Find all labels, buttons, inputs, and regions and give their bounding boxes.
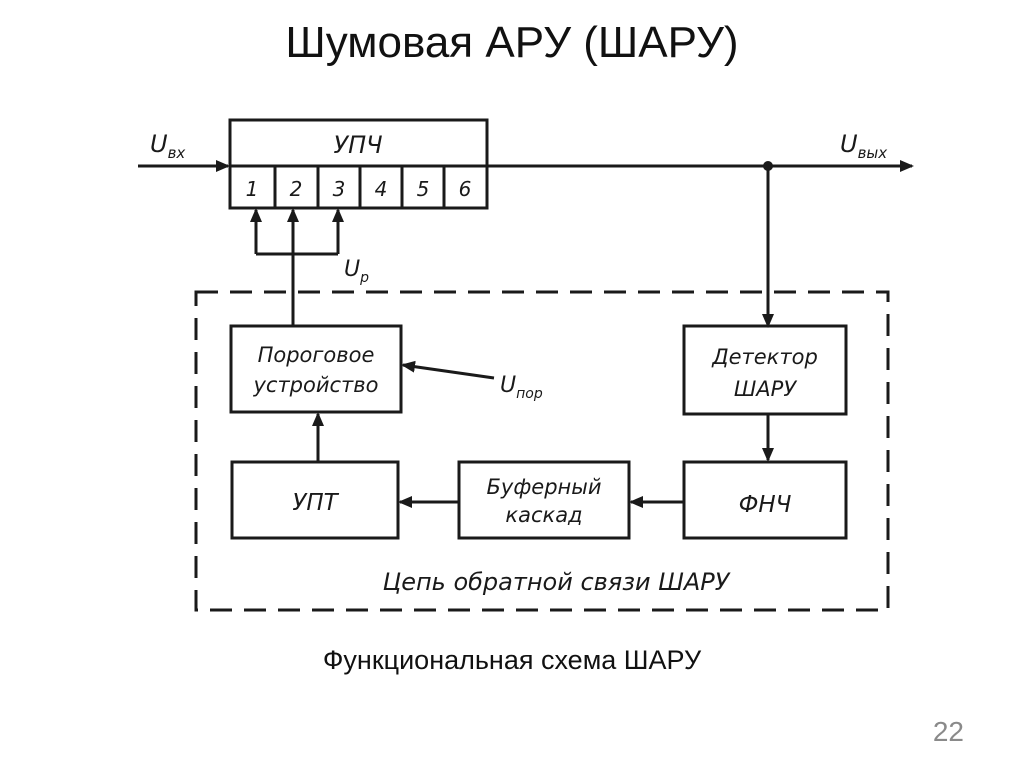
output-label: Uвых (840, 130, 887, 162)
threshold-label-line2: устройство (252, 373, 378, 397)
threshold-block (229, 324, 403, 414)
fnch-block (682, 460, 848, 540)
input-label: Uвх (150, 130, 185, 162)
diagram-caption: Функциональная схема ШАРУ (322, 645, 702, 675)
buffer-label-line1: Буферный (487, 475, 602, 499)
fnch-label: ФНЧ (739, 492, 792, 518)
page-number: 22 (932, 716, 964, 747)
stage-5: 5 (417, 177, 430, 201)
stage-2: 2 (290, 177, 303, 201)
stage-3: 3 (333, 177, 346, 201)
detector-label-line2: ШАРУ (734, 377, 797, 401)
branch-node (763, 161, 773, 171)
detector-block (682, 324, 848, 416)
upt-label: УПТ (292, 490, 339, 516)
feedback-loop-label: Цепь обратной связи ШАРУ (383, 568, 731, 596)
detector-label-line1: Детектор (711, 345, 818, 369)
stage-1: 1 (246, 177, 259, 201)
stage-6: 6 (459, 177, 472, 201)
regulation-label: Uр (344, 257, 369, 286)
threshold-input-label: Uпор (500, 373, 543, 402)
upch-label: УПЧ (333, 131, 382, 159)
stage-4: 4 (375, 177, 388, 201)
feedback-frame (194, 290, 890, 612)
slide-title: Шумовая АРУ (ШАРУ) (285, 18, 739, 67)
threshold-label-line1: Пороговое (258, 343, 375, 367)
buffer-label-line2: каскад (505, 503, 582, 527)
